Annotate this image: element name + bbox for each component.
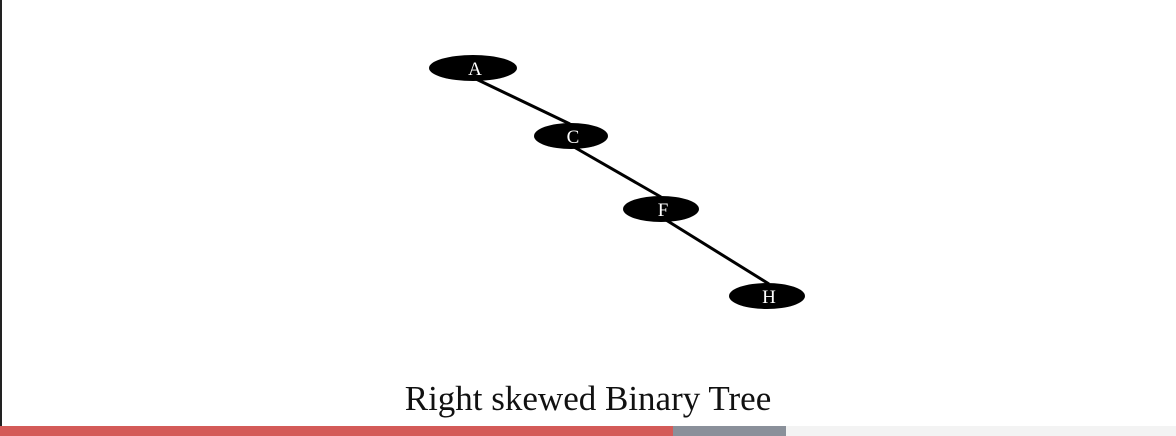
tree-node-c: C [534,123,608,149]
tree-node-label: H [762,287,776,308]
tree-node-shape [534,123,608,149]
tree-node-f: F [623,196,699,222]
binary-tree-diagram: A C F H [429,55,805,309]
edge-f-h [665,218,770,286]
tree-node-shape [729,283,805,309]
slide-left-border [0,0,2,426]
tree-node-h: H [729,283,805,309]
progress-buffered [672,426,786,436]
tree-node-label: F [658,200,669,221]
tree-edges [475,77,770,286]
tree-node-label: A [468,59,482,80]
diagram-caption: Right skewed Binary Tree [404,379,772,418]
tree-node-shape [429,55,517,81]
edge-a-c [475,77,571,126]
presentation-progress-bar[interactable] [0,426,1176,436]
progress-played [0,426,673,436]
edge-c-f [573,145,662,199]
tree-nodes: A C F H [429,55,805,309]
tree-node-label: C [567,127,580,148]
tree-node-shape [623,196,699,222]
tree-node-a: A [429,55,517,81]
slide-canvas: A C F H [2,0,1176,426]
